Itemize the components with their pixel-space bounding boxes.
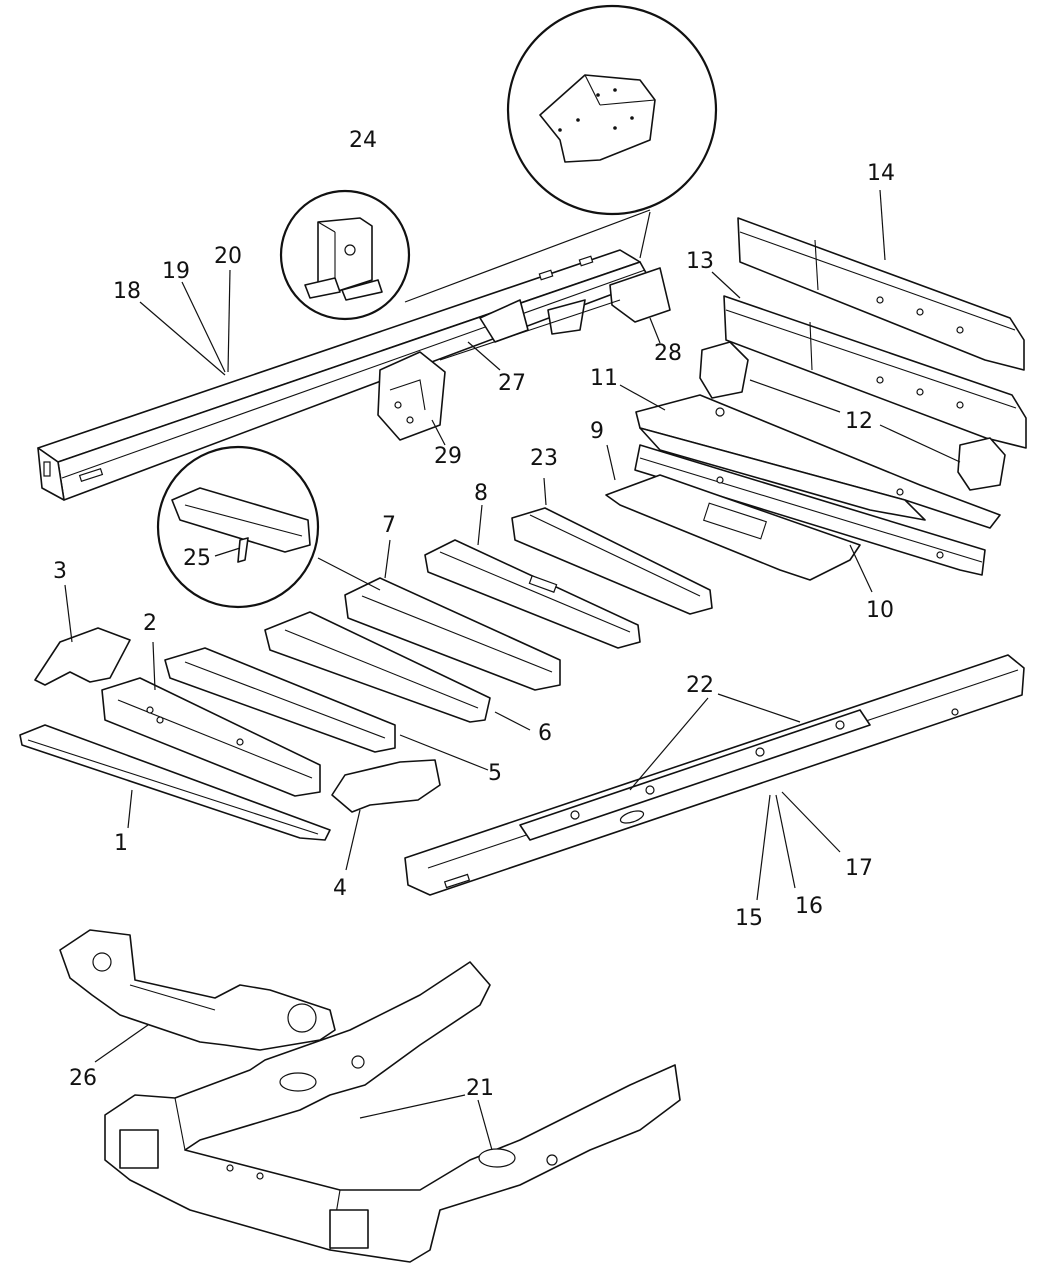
callout-25: 25 (183, 546, 211, 571)
callout-10: 10 (866, 598, 894, 623)
callout-22: 22 (686, 673, 714, 698)
part-long-rail-18-20 (37, 249, 671, 501)
callout-17: 17 (845, 856, 873, 881)
callout-19: 19 (162, 259, 190, 284)
part-rail-14 (737, 217, 1025, 371)
callout-26: 26 (69, 1066, 97, 1091)
detail-circle-25 (156, 445, 381, 609)
part-8 (424, 539, 641, 649)
part-6 (264, 611, 491, 723)
callout-5: 5 (488, 761, 502, 786)
detail-circle-top (506, 4, 718, 259)
callout-29: 29 (434, 444, 462, 469)
callout-14: 14 (867, 161, 895, 186)
leader-lines (64, 189, 961, 1151)
part-crossmember-10 (634, 444, 986, 576)
callout-13: 13 (686, 249, 714, 274)
part-subframe-21 (104, 961, 681, 1263)
callout-18: 18 (113, 279, 141, 304)
part-crossmember-26 (59, 929, 336, 1051)
callout-3: 3 (53, 559, 67, 584)
callout-8: 8 (474, 481, 488, 506)
callout-1: 1 (114, 831, 128, 856)
callout-12: 12 (845, 409, 873, 434)
callout-9: 9 (590, 419, 604, 444)
part-long-rail-15-17 (404, 654, 1025, 896)
part-2 (101, 677, 321, 797)
callout-27: 27 (498, 371, 526, 396)
part-floor-pan-9 (605, 474, 861, 581)
callout-7: 7 (382, 513, 396, 538)
part-3 (34, 627, 131, 686)
callout-20: 20 (214, 244, 242, 269)
part-7 (344, 577, 561, 691)
part-5 (164, 647, 396, 753)
callout-28: 28 (654, 341, 682, 366)
part-rail-13 (723, 295, 1027, 449)
part-bracket-12 (699, 341, 1006, 491)
part-23 (511, 507, 713, 615)
part-1 (19, 724, 331, 841)
callout-4: 4 (333, 876, 347, 901)
callout-15: 15 (735, 906, 763, 931)
callout-23: 23 (530, 446, 558, 471)
part-4 (331, 759, 441, 813)
detail-circle-24 (279, 189, 651, 321)
callout-16: 16 (795, 894, 823, 919)
callout-labels: 1 2 3 4 5 6 7 8 9 10 11 12 13 14 15 16 1… (53, 128, 895, 1101)
part-crossmember-11 (635, 394, 1001, 529)
callout-21: 21 (466, 1076, 494, 1101)
callout-2: 2 (143, 611, 157, 636)
callout-6: 6 (538, 721, 552, 746)
callout-24: 24 (349, 128, 377, 153)
callout-11: 11 (590, 366, 618, 391)
